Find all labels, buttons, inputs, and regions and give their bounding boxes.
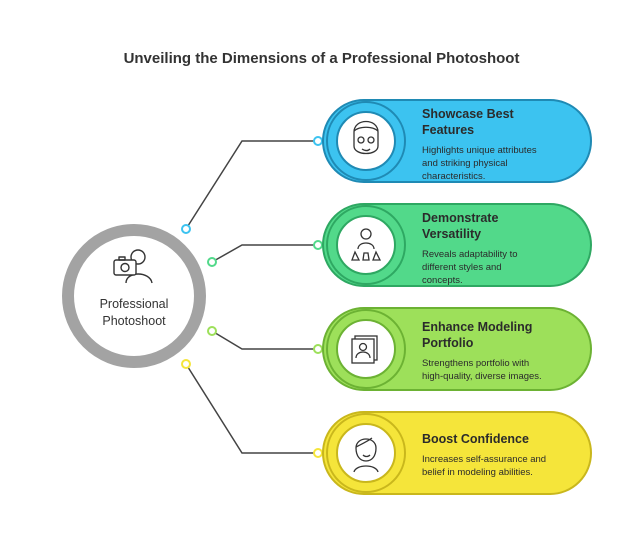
face-features-icon	[353, 120, 379, 155]
item-desc-2-line3: concepts.	[422, 275, 463, 286]
camera-person-icon	[113, 249, 153, 284]
item-desc-1: Highlights unique attributes and strikin…	[422, 144, 587, 183]
item-title-3: Enhance Modeling Portfolio	[422, 319, 587, 351]
portfolio-photo-icon	[351, 335, 378, 364]
item-text-1: Showcase Best Features Highlights unique…	[422, 106, 587, 183]
versatile-person-icon	[351, 228, 382, 261]
item-desc-4: Increases self-assurance and belief in m…	[422, 453, 587, 479]
item-desc-1-line1: Highlights unique attributes	[422, 145, 537, 156]
item-title-3-line2: Portfolio	[422, 336, 474, 350]
item-card-3	[322, 307, 592, 391]
connector-dot-1b	[313, 136, 323, 146]
center-label-line1: Professional	[99, 297, 169, 311]
item-title-3-line1: Enhance Modeling	[422, 320, 533, 334]
center-label: Professional Photoshoot	[82, 296, 186, 330]
item-title-2: Demonstrate Versatility	[422, 210, 587, 242]
connector-1	[185, 140, 314, 230]
connector-dot-4b	[313, 448, 323, 458]
item-desc-4-line2: belief in modeling abilities.	[422, 467, 533, 478]
item-text-2: Demonstrate Versatility Reveals adaptabi…	[422, 210, 587, 287]
connector-dot-1a	[181, 224, 191, 234]
item-title-1-line1: Showcase Best	[422, 107, 514, 121]
connector-3	[211, 330, 314, 350]
connectors	[185, 140, 314, 454]
connector-dot-3a	[207, 326, 217, 336]
page-title: Unveiling the Dimensions of a Profession…	[123, 50, 520, 67]
item-desc-2-line1: Reveals adaptability to	[422, 249, 518, 260]
connector-dot-3b	[313, 344, 323, 354]
item-card-1	[322, 99, 592, 183]
connector-dot-2b	[313, 240, 323, 250]
item-title-1-line2: Features	[422, 123, 475, 137]
center-node	[62, 224, 206, 368]
item-text-3: Enhance Modeling Portfolio Strengthens p…	[422, 319, 587, 383]
connector-4	[185, 363, 314, 454]
item-desc-3: Strengthens portfolio with high-quality,…	[422, 357, 587, 383]
item-desc-2-line2: different styles and	[422, 262, 502, 273]
item-title-1: Showcase Best Features	[422, 106, 587, 138]
item-text-4: Boost Confidence Increases self-assuranc…	[422, 431, 587, 479]
item-title-4-line1: Boost Confidence	[422, 432, 529, 446]
item-desc-3-line2: high-quality, diverse images.	[422, 371, 542, 382]
item-desc-4-line1: Increases self-assurance and	[422, 454, 547, 465]
item-title-2-line2: Versatility	[422, 227, 482, 241]
item-desc-2: Reveals adaptability to different styles…	[422, 248, 587, 287]
item-card-2	[322, 203, 592, 287]
connector-dot-4a	[181, 359, 191, 369]
connector-2	[211, 244, 314, 263]
item-card-4	[322, 411, 592, 495]
connector-dot-2a	[207, 257, 217, 267]
item-desc-1-line2: and striking physical	[422, 158, 508, 169]
item-desc-3-line1: Strengthens portfolio with	[422, 358, 530, 369]
item-desc-1-line3: characteristics.	[422, 171, 486, 182]
item-title-4: Boost Confidence	[422, 431, 587, 447]
confident-person-icon	[353, 437, 379, 473]
center-label-line2: Photoshoot	[102, 314, 166, 328]
item-title-2-line1: Demonstrate	[422, 211, 499, 225]
